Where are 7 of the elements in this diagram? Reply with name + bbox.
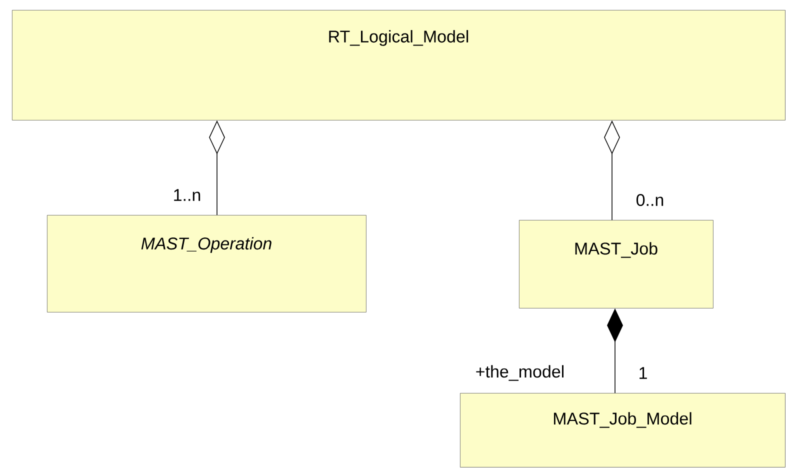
multiplicity-label: 1 bbox=[640, 367, 647, 379]
class-box: MAST_Job_Model bbox=[460, 393, 786, 468]
class-box: RT_Logical_Model bbox=[12, 10, 786, 120]
class-box: MAST_Operation bbox=[47, 215, 366, 312]
multiplicity-label: 0..n bbox=[636, 194, 664, 206]
class-box: MAST_Job bbox=[519, 220, 714, 308]
multiplicity-label: 1..n bbox=[174, 189, 200, 201]
